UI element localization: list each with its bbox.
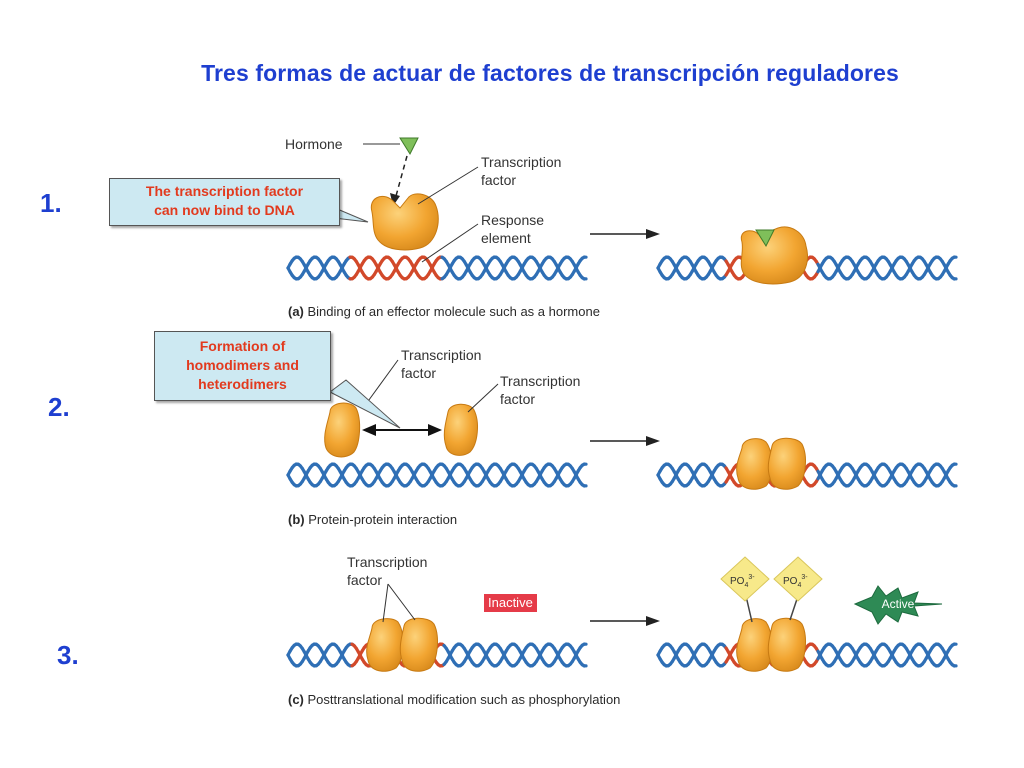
phosphate-group-2: PO43- <box>773 556 823 602</box>
tf-label-2b-line-2: factor <box>500 391 536 407</box>
transcription-factor-monomer-b <box>443 403 478 456</box>
callout-1-line-2: can now bind to DNA <box>154 202 295 218</box>
caption-a-letter: (a) <box>288 304 304 319</box>
transcription-factor-monomer-a <box>324 402 361 458</box>
page-title: Tres formas de actuar de factores de tra… <box>201 60 899 86</box>
row-number-3: 3. <box>57 640 79 670</box>
tf-label-1-line-1: Transcription <box>481 154 562 170</box>
dimerization-double-arrow <box>362 424 442 436</box>
caption-c-text: Posttranslational modification such as p… <box>303 692 621 707</box>
response-pointer-line <box>421 223 479 263</box>
hormone-binding-arrow <box>390 155 408 206</box>
tf-label-2b-line-1: Transcription <box>500 373 581 389</box>
callout-2-line-2: homodimers and <box>186 357 299 373</box>
dna-helix-2-left <box>286 462 588 488</box>
callout-2-line-3: heterodimers <box>198 376 287 392</box>
caption-b: (b) Protein-protein interaction <box>288 512 457 527</box>
transcription-factor-inactive-left <box>366 618 404 672</box>
active-starburst: Active <box>853 585 943 625</box>
row-number-2: 2. <box>48 392 70 422</box>
transcription-factor-bound-1 <box>740 226 808 285</box>
transcription-factor-inactive-right <box>399 617 438 672</box>
transcription-factor-dimer-left-2 <box>736 438 773 490</box>
response-label-line-2: element <box>481 230 531 246</box>
caption-a-text: Binding of an effector molecule such as … <box>303 304 600 319</box>
callout-tf-bind-dna: The transcription factor can now bind to… <box>109 178 340 226</box>
hormone-label: Hormone <box>285 136 343 152</box>
response-label-line-1: Response <box>481 212 545 228</box>
callout-1-line-1: The transcription factor <box>145 183 304 199</box>
caption-c-letter: (c) <box>288 692 304 707</box>
tf-label-1: Transcription factor <box>481 153 561 189</box>
tf-label-3-line-1: Transcription <box>347 554 428 570</box>
callout-2-line-1: Formation of <box>199 338 286 354</box>
tf-label-2a-line-1: Transcription <box>401 347 482 363</box>
process-arrow-2 <box>590 436 660 446</box>
transcription-factor-dimer-right-2 <box>767 437 806 490</box>
phosphate-group-1: PO43- <box>720 556 770 602</box>
tf-label-3-line-2: factor <box>347 572 383 588</box>
caption-b-text: Protein-protein interaction <box>304 512 458 527</box>
tf-label-2a-line-2: factor <box>401 365 437 381</box>
dna-helix-1-left <box>286 255 588 281</box>
tf-pointer-line-3a <box>382 583 389 623</box>
transcription-factor-active-right <box>767 617 806 672</box>
caption-b-letter: (b) <box>288 512 305 527</box>
svg-text:PO43-: PO43- <box>783 574 808 589</box>
caption-a: (a) Binding of an effector molecule such… <box>288 304 600 319</box>
hormone-bound-icon <box>755 229 775 248</box>
tf-pointer-line-3b <box>387 583 416 621</box>
phosphate-link-1 <box>745 595 753 623</box>
svg-text:PO43-: PO43- <box>730 574 755 589</box>
hormone-icon <box>363 137 419 156</box>
tf-label-2a: Transcription factor <box>401 346 481 382</box>
tf-pointer-line-2b <box>467 383 499 413</box>
row-number-1: 1. <box>40 188 62 218</box>
tf-pointer-line-2a <box>365 359 399 405</box>
active-label: Active <box>882 597 915 611</box>
tf-label-3: Transcription factor <box>347 553 427 589</box>
transcription-factor-active-left <box>736 618 773 672</box>
transcription-factor-protein-1 <box>370 193 439 251</box>
tf-pointer-line-1 <box>417 166 479 205</box>
dna-helix-3-right <box>656 642 958 668</box>
callout-dimer-formation: Formation of homodimers and heterodimers <box>154 331 331 401</box>
inactive-badge: Inactive <box>484 594 537 612</box>
caption-c: (c) Posttranslational modification such … <box>288 692 620 707</box>
process-arrow-1 <box>590 229 660 239</box>
tf-label-2b: Transcription factor <box>500 372 580 408</box>
response-element-label: Response element <box>481 211 544 247</box>
callout-pointer-2 <box>329 379 401 429</box>
dna-helix-2-right <box>656 462 958 488</box>
process-arrow-3 <box>590 616 660 626</box>
tf-label-1-line-2: factor <box>481 172 517 188</box>
